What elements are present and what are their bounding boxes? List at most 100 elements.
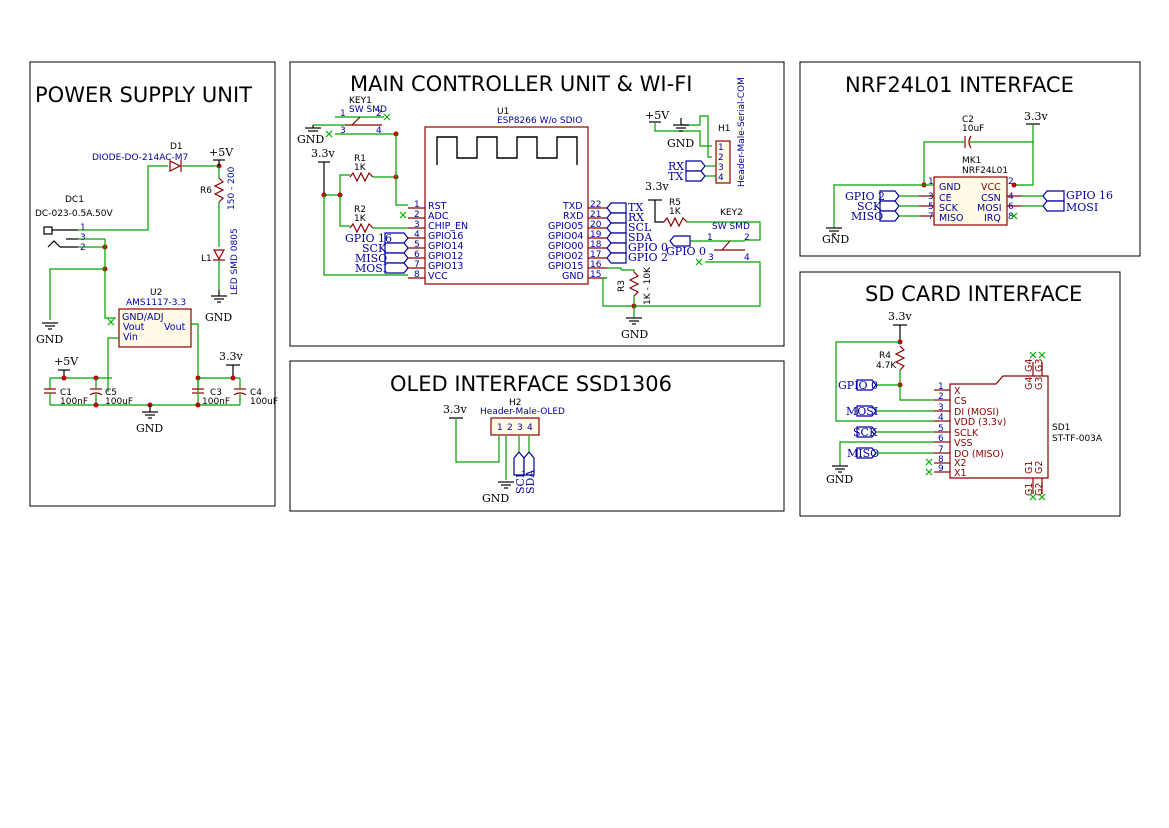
svg-text:G1: G1 <box>1024 461 1035 474</box>
u1-pin-adc: ADC <box>428 211 449 222</box>
p5v-caps-label: +5V <box>54 355 79 368</box>
flag-sck-mcu: SCK <box>362 242 387 255</box>
svg-text:3: 3 <box>517 423 523 433</box>
nrf-pin-irq: IRQ <box>984 213 1001 224</box>
gnd-h1-label: GND <box>667 137 694 150</box>
u1-pin-gnd: GND <box>562 271 584 282</box>
svg-text:4: 4 <box>938 413 944 423</box>
nrf-section: NRF24L01 INTERFACE C2 10uF 3.3v MK1 NRF2… <box>799 61 1141 257</box>
sd-frame <box>799 271 1121 517</box>
svg-text:9: 9 <box>938 464 944 474</box>
svg-text:20: 20 <box>590 220 602 230</box>
flag-miso-sd: MISO <box>847 447 879 460</box>
svg-text:18: 18 <box>590 240 602 250</box>
gnd-nrf-label: GND <box>822 233 849 246</box>
r4-value: 4.7K <box>876 361 897 371</box>
svg-text:6: 6 <box>1008 202 1014 212</box>
c1-value: 100nF <box>60 397 88 407</box>
u1-pin-gpio16: GPIO16 <box>428 231 463 242</box>
u2-ref: U2 <box>150 288 162 298</box>
svg-text:4: 4 <box>718 173 724 183</box>
c3-ref: C3 <box>210 388 222 398</box>
key1-ref: KEY1 <box>349 96 372 106</box>
mcu-frame <box>289 61 785 347</box>
svg-text:5: 5 <box>938 424 944 434</box>
u1-pin-rst: RST <box>428 201 447 212</box>
p33-oled-label: 3.3v <box>443 403 467 416</box>
svg-text:5: 5 <box>414 240 420 250</box>
h1-body <box>715 140 731 184</box>
svg-text:2: 2 <box>507 423 513 433</box>
svg-text:21: 21 <box>590 210 601 220</box>
svg-text:1: 1 <box>938 382 944 392</box>
u1-pin-txd: TXD <box>562 201 583 212</box>
svg-text:4: 4 <box>414 230 420 240</box>
flag-rx-mcu: RX <box>628 211 644 224</box>
c4-value: 100uF <box>250 397 278 407</box>
gnd-left-label: GND <box>36 333 63 346</box>
u2-pin-vout2: Vout <box>164 322 186 333</box>
nrf24-mk1-body <box>933 176 1008 226</box>
sd-title: SD CARD INTERFACE <box>865 282 1082 306</box>
svg-text:1: 1 <box>718 143 724 153</box>
flag-gpio0-key2: GPIO 0 <box>666 245 706 258</box>
svg-text:7: 7 <box>414 260 420 270</box>
svg-text:4: 4 <box>376 126 382 136</box>
flag-gpio0-mcu: GPIO 0 <box>628 241 668 254</box>
p5v-h1-label: +5V <box>645 109 670 122</box>
u2-value: AMS1117-3.3 <box>126 298 186 308</box>
u1-left-pins: RST ADC CHIP_EN GPIO16 GPIO14 GPIO12 GPI… <box>414 200 468 282</box>
svg-text:6: 6 <box>414 250 420 260</box>
gnd-oled-label: GND <box>482 492 509 505</box>
h2-ref: H2 <box>509 398 522 408</box>
svg-text:1: 1 <box>414 200 420 210</box>
dc1-ref: DC1 <box>65 195 84 205</box>
sd-card-body <box>949 375 1049 479</box>
gnd-key1-symbol <box>305 125 321 132</box>
u1-right-pins: TXD RXD GPIO05 GPIO04 GPIO00 GPIO02 GPIO… <box>548 200 602 282</box>
oled-frame <box>289 360 785 512</box>
c4-ref: C4 <box>250 388 262 398</box>
svg-text:3: 3 <box>928 192 934 202</box>
r1-value: 1K <box>354 163 367 173</box>
svg-text:2: 2 <box>938 392 944 402</box>
sd-pin-x1: X1 <box>954 468 967 479</box>
flag-mosi-mcu: MOSI <box>355 262 387 275</box>
u1-pin-gpio14: GPIO14 <box>428 241 463 252</box>
svg-text:16: 16 <box>590 260 602 270</box>
svg-text:G3: G3 <box>1034 377 1045 390</box>
gnd-bottom-symbol <box>142 405 158 419</box>
svg-text:G4: G4 <box>1024 377 1035 390</box>
nrf-flags: GPIO 2 SCK MISO GPIO 16 MOSI <box>845 189 1113 223</box>
u1-pin-gpio12: GPIO12 <box>428 251 463 262</box>
mk1-value: NRF24L01 <box>962 166 1008 176</box>
u1-pin-gpio00: GPIO00 <box>548 241 583 252</box>
l1-value: LED SMD 0805 <box>230 228 240 295</box>
dc-jack-symbol <box>43 226 78 248</box>
svg-text:2: 2 <box>414 210 420 220</box>
gnd-h1-symbol <box>673 118 689 132</box>
nrf-right-pins: VCC CSN MOSI IRQ 2 4 6 8 <box>977 177 1014 224</box>
u1-pin-gpio02: GPIO02 <box>548 251 583 262</box>
mcu-section: MAIN CONTROLLER UNIT & WI-FI KEY1 SW SMD… <box>289 61 785 347</box>
flag-miso-nrf: MISO <box>851 210 883 223</box>
d1-value: DIODE-DO-214AC-M7 <box>92 153 188 163</box>
sd1-ref: SD1 <box>1052 423 1070 433</box>
svg-text:8: 8 <box>938 455 944 465</box>
flag-sda-oled: SDA <box>524 469 537 494</box>
svg-text:G2: G2 <box>1034 461 1045 474</box>
r2-ref: R2 <box>354 205 366 215</box>
nrf-left-pins: GND CE SCK MISO 1 3 5 7 <box>928 177 964 224</box>
gnd-left-symbol <box>42 322 58 330</box>
nrf-pin-vcc: VCC <box>981 182 1001 193</box>
svg-text:17: 17 <box>590 250 601 260</box>
p5v-top-label: +5V <box>209 146 234 159</box>
esp8266-u1-body <box>424 126 589 285</box>
u2-pin-vin: Vin <box>123 332 138 343</box>
gnd-sd-label: GND <box>826 473 853 486</box>
flag-sck-nrf: SCK <box>857 200 882 213</box>
capacitor-c1-symbol <box>44 388 56 394</box>
gnd-r3-label: GND <box>621 328 648 341</box>
svg-text:3: 3 <box>708 253 714 263</box>
